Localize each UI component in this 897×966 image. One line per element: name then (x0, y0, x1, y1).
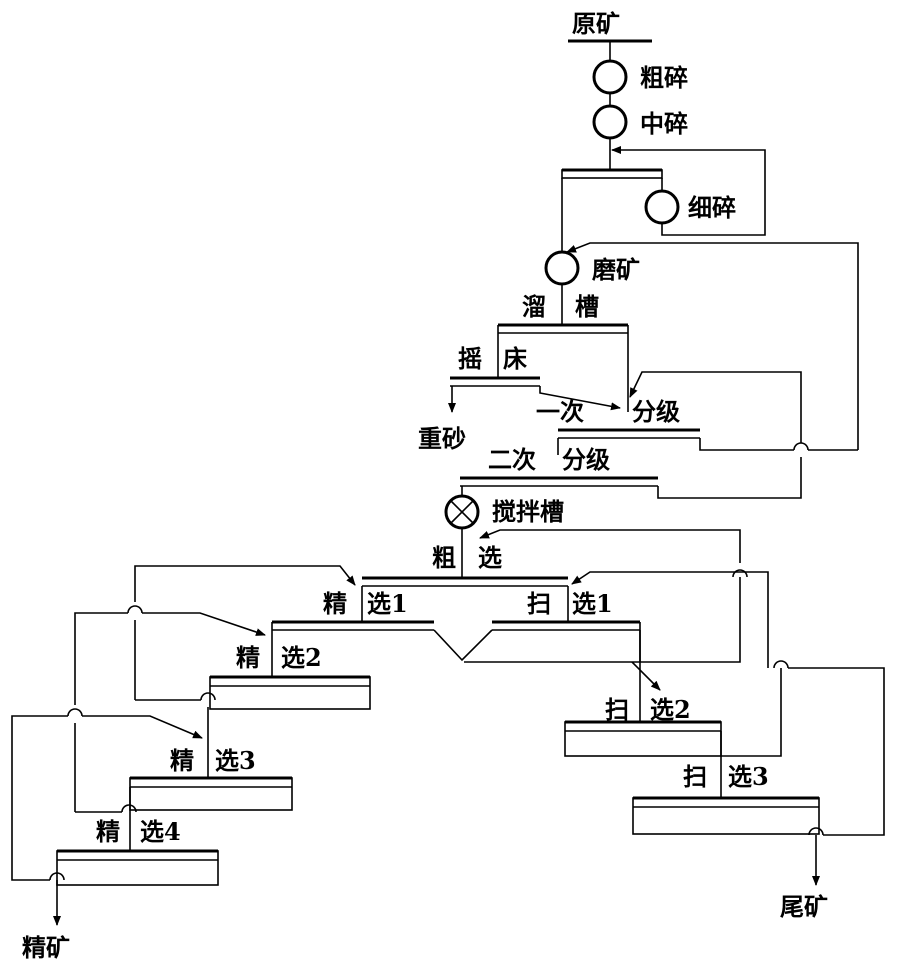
clean3-label-a: 精 (170, 746, 194, 775)
cleaner-1-tailings (433, 629, 493, 662)
classifier-return (566, 242, 859, 450)
tailings-label: 尾矿 (780, 892, 828, 921)
cleaner-3-cell (129, 777, 293, 811)
rough-label-a: 粗 (432, 543, 456, 572)
secondary-return (629, 371, 802, 443)
clean4-label-b: 选4 (140, 817, 181, 846)
scav1-label-a: 扫 (527, 589, 551, 618)
cleaner-2-return (134, 565, 356, 602)
scavenger-2-return (571, 571, 769, 668)
coarse-crush-label: 粗碎 (640, 63, 688, 92)
scav2-label-b: 选2 (650, 695, 691, 724)
heavy-sand-label: 重砂 (418, 424, 466, 453)
cleaner-4-cell (56, 850, 219, 886)
medium-crush-label: 中碎 (640, 109, 688, 138)
clean2-label-b: 选2 (281, 643, 322, 672)
sluice-label-a: 溜 (522, 292, 546, 321)
classifier-oversize (699, 438, 794, 451)
sluice-label-b: 槽 (575, 292, 599, 321)
clean3-label-b: 选3 (215, 746, 256, 775)
grinding-label: 磨矿 (592, 255, 640, 284)
fine-crusher (644, 189, 680, 225)
cleaner-3-return (74, 612, 128, 705)
line-crossover (732, 569, 748, 578)
fine-crush-return (611, 146, 766, 236)
scavenger-3-cell (632, 797, 820, 835)
clean1-label-b: 选1 (367, 589, 408, 618)
clean4-label-a: 精 (96, 817, 120, 846)
agitator-label: 搅拌槽 (492, 497, 564, 526)
ball-mill (544, 250, 580, 286)
clean1-label-a: 精 (323, 589, 347, 618)
secondary-oversize (657, 457, 802, 499)
line-crossover (793, 442, 809, 451)
raw-ore-label: 原矿 (572, 9, 620, 38)
scavenger-return (479, 529, 741, 563)
line-crossover (127, 605, 143, 614)
scav1-label-b: 选1 (572, 589, 613, 618)
table-label-a: 摇 (458, 344, 482, 373)
table-to-classifier (539, 386, 621, 411)
line-crossover (121, 804, 137, 813)
scavenger-3-return (788, 667, 885, 836)
scav3-label-a: 扫 (683, 762, 707, 791)
line-crossover (808, 827, 824, 836)
agitator-cross (450, 500, 474, 524)
fine-crush-label: 细碎 (688, 193, 736, 222)
flow-line (631, 661, 661, 691)
class2-label-b: 分级 (562, 445, 610, 474)
class1-label-b: 分级 (632, 397, 680, 426)
cleaner-2-cell (209, 676, 371, 710)
table-label-b: 床 (503, 344, 527, 373)
scav2-label-a: 扫 (605, 695, 629, 724)
cleaner-4-return (11, 715, 68, 881)
class2-label-a: 二次 (488, 445, 536, 474)
scavenger-1-middlings (639, 577, 741, 663)
scavenger-2-cell (564, 721, 722, 757)
concentrate-label: 精矿 (22, 933, 70, 962)
line-crossover (200, 692, 216, 701)
medium-crusher (592, 104, 628, 140)
line-crossover (49, 872, 65, 881)
scavenger-2-middlings (721, 668, 782, 757)
line-crossover (67, 708, 83, 717)
class1-label-a: 一次 (536, 397, 584, 426)
rough-label-b: 选 (478, 543, 502, 572)
clean2-label-a: 精 (236, 643, 260, 672)
flow-line (82, 715, 203, 739)
coarse-crusher (592, 59, 628, 95)
flow-line (142, 612, 266, 636)
line-crossover (773, 660, 789, 669)
scav3-label-b: 选3 (728, 762, 769, 791)
